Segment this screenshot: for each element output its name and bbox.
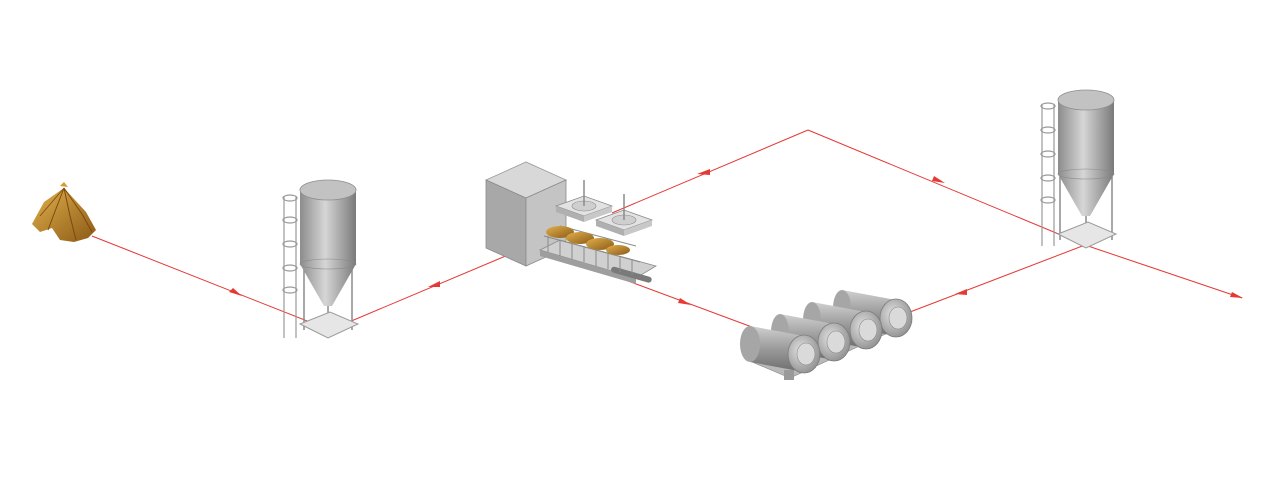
storage-silo-icon (282, 179, 360, 339)
arrow-icon (955, 289, 967, 295)
flow-arrows (229, 169, 1243, 305)
flow-line-top-to-silo2 (807, 129, 1086, 246)
arrow-icon (697, 169, 710, 175)
tobacco-leaf-pile-icon (32, 182, 96, 242)
flow-line-leaf-to-silo1 (91, 235, 331, 331)
arrow-icon (229, 288, 242, 296)
drying-conveyor-machine-icon (485, 161, 658, 284)
flow-line-silo2-out (1084, 244, 1243, 299)
storage-silo-icon (1040, 89, 1118, 249)
arrow-icon (932, 176, 945, 183)
flow-line-silo1-to-machine (329, 254, 509, 331)
horizontal-tank-group-icon (740, 290, 913, 380)
arrow-icon (678, 298, 691, 305)
arrow-icon (428, 281, 440, 287)
arrow-icon (1230, 292, 1243, 298)
flow-line-tanks-to-silo2 (909, 244, 1086, 313)
